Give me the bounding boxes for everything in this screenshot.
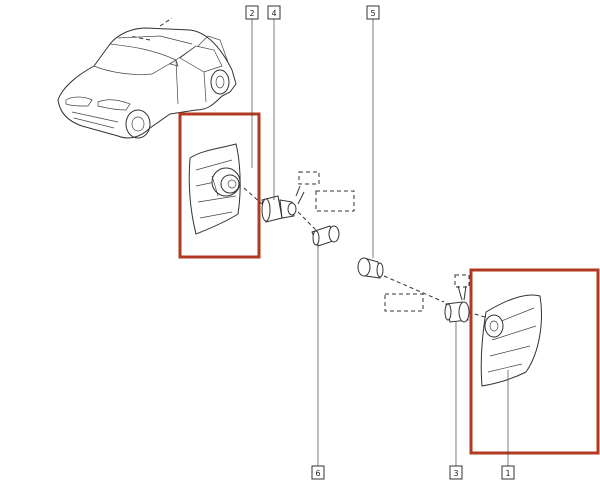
bulb-holder-3: [444, 285, 470, 323]
svg-text:3: 3: [453, 469, 458, 478]
bulb-holder-4: [261, 185, 305, 223]
highlight-box-right: [469, 268, 600, 455]
wedge-bulb-6: [311, 225, 340, 247]
connector-placeholder-upper: [298, 171, 320, 185]
connector-placeholder-mid: [315, 190, 355, 212]
svg-text:1: 1: [505, 469, 510, 478]
callout-3: 3: [449, 465, 463, 480]
wedge-bulb-5: [357, 257, 384, 279]
car-illustration: [57, 17, 237, 139]
highlight-box-left: [178, 112, 261, 259]
callout-6: 6: [311, 465, 325, 480]
callout-1: 1: [501, 465, 515, 480]
connector-placeholder-right: [454, 274, 470, 288]
svg-text:6: 6: [315, 469, 320, 478]
callout-2: 2: [245, 5, 259, 20]
callout-4: 4: [267, 5, 281, 20]
callout-5: 5: [366, 5, 380, 20]
svg-text:5: 5: [370, 9, 375, 18]
svg-text:2: 2: [249, 9, 254, 18]
connector-placeholder-lower: [384, 293, 424, 312]
svg-text:4: 4: [271, 9, 276, 18]
side-marker-lamp-right: [480, 294, 542, 387]
side-marker-lamp-left: [188, 143, 241, 235]
